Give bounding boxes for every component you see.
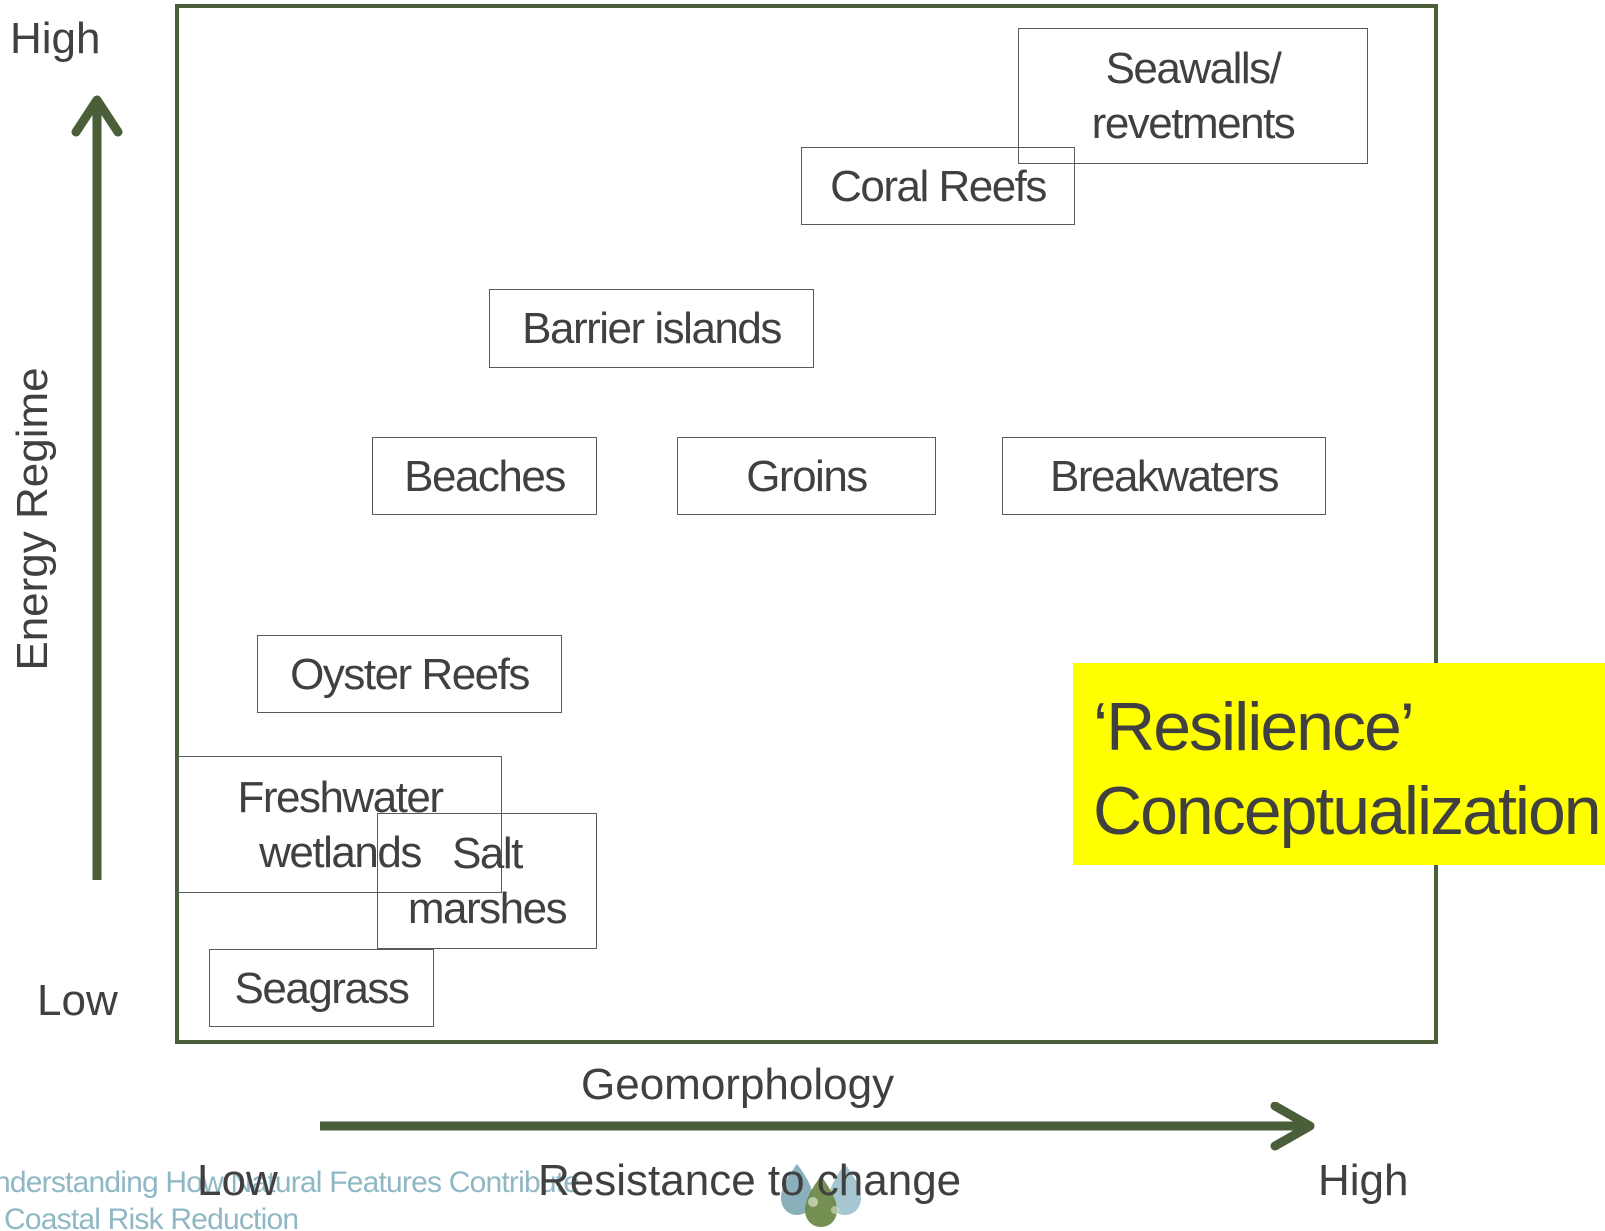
callout-line-1: ‘Resilience’ (1093, 689, 1415, 765)
footer-line-2: Coastal Risk Reduction (4, 1203, 299, 1231)
y-axis-title: Energy Regime (8, 367, 57, 671)
item-seagrass: Seagrass (209, 949, 434, 1027)
y-axis-high-label: High (10, 14, 101, 63)
item-salt-marshes: Salt marshes (377, 813, 597, 949)
item-oyster-reefs: Oyster Reefs (257, 635, 562, 713)
callout-line-2: Conceptualization (1093, 773, 1602, 849)
item-barrier-islands: Barrier islands (489, 289, 814, 368)
y-axis-arrow (71, 95, 123, 880)
x-axis-subtitle: Resistance to change (538, 1156, 962, 1205)
item-breakwaters: Breakwaters (1002, 437, 1326, 515)
item-seawalls-revetments: Seawalls/ revetments (1018, 28, 1368, 164)
x-axis-high-label: High (1318, 1156, 1409, 1205)
item-groins: Groins (677, 437, 936, 515)
resilience-callout: ‘Resilience’ Conceptualization (1073, 663, 1605, 865)
x-axis-title: Geomorphology (581, 1060, 895, 1109)
x-axis-low-label: Low (197, 1156, 278, 1205)
item-coral-reefs: Coral Reefs (801, 147, 1075, 225)
logo-icon (781, 1164, 861, 1227)
y-axis-low-label: Low (37, 976, 118, 1025)
footer-line-1: nderstanding How Natural Features Contri… (0, 1166, 580, 1199)
plot-frame (175, 4, 1438, 1044)
x-axis-arrow (320, 1102, 1315, 1151)
item-beaches: Beaches (372, 437, 597, 515)
